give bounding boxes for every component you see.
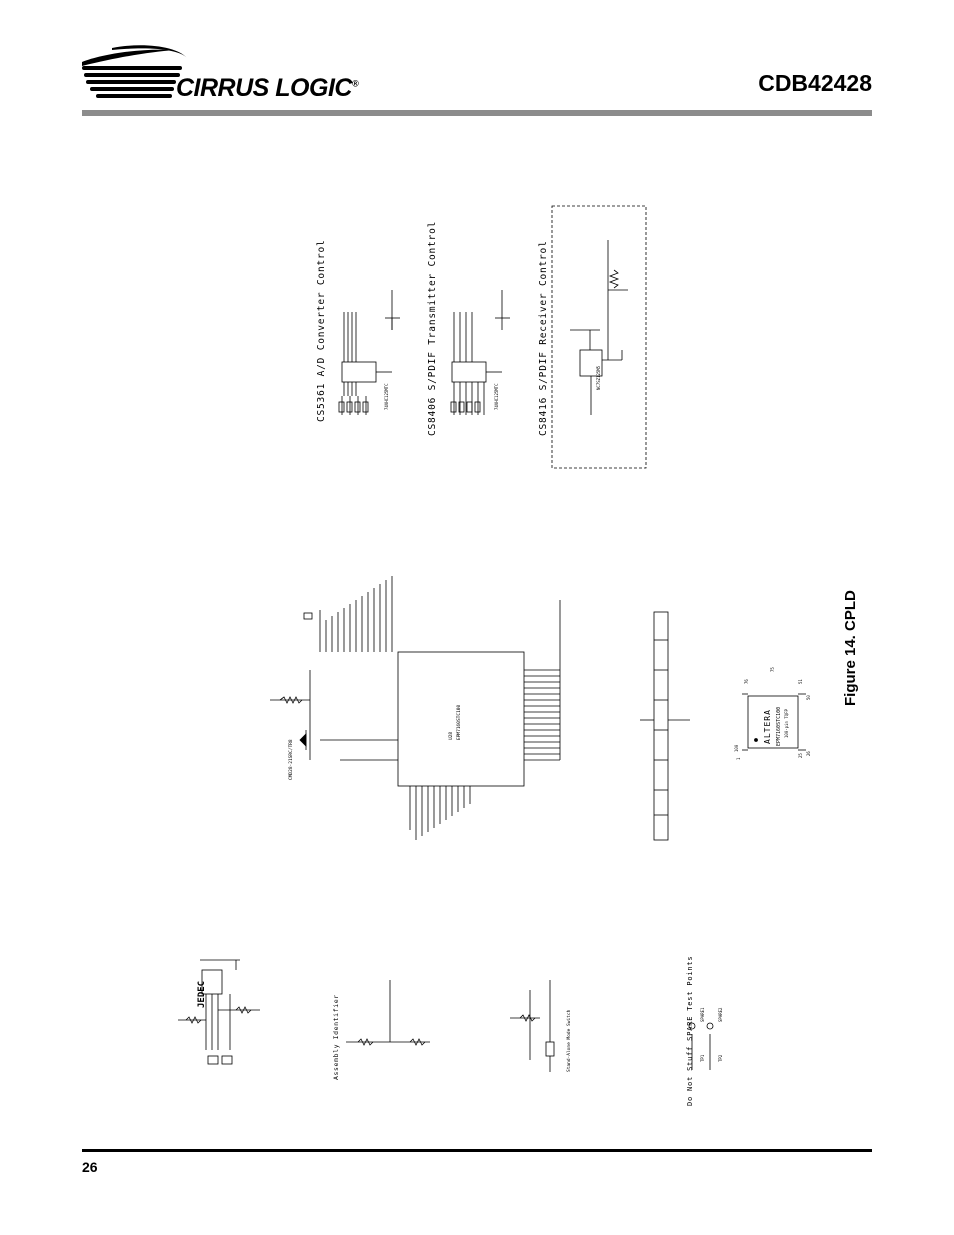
test-points-label: Do Not Stuff SPARE Test Points	[686, 956, 694, 1106]
package-pin-markers	[742, 693, 806, 751]
cpld-schematic: CS5361 A/D Converter Control CS8406 S/PD…	[178, 205, 811, 1106]
assembly-ident-wiring	[346, 980, 430, 1046]
led-part: CMD28-21SRC/TR8	[288, 739, 294, 780]
cap-bank-leads	[640, 639, 690, 816]
cpld-part: EPM7160STC100	[456, 704, 462, 740]
tx-connector-pads	[450, 401, 481, 413]
logo-text: CIRRUS LOGIC®	[176, 74, 359, 103]
standalone-switch-wiring	[510, 980, 555, 1072]
tp2-label: TP2	[718, 1054, 723, 1062]
figure-caption: Figure 14. CPLD	[842, 590, 859, 706]
spare1-label: SPARE1	[700, 1007, 705, 1022]
adc-buffer-wires	[341, 290, 400, 415]
cpld-ref: U28	[448, 732, 454, 740]
tx-buffer-part: 74VHC125MTC	[494, 383, 499, 410]
cpld-top-pins	[319, 576, 393, 652]
adc-buffer-part: 74VHC125MTC	[384, 383, 389, 410]
logo-registered-mark: ®	[351, 78, 359, 89]
pkg-pin-26: 26	[806, 751, 811, 756]
jedec-label: JEDEC	[197, 981, 207, 1008]
pkg-pin-1: 1	[736, 757, 741, 760]
cirrus-swoosh-icon	[82, 45, 187, 98]
altera-part: EPM7160STC100	[776, 707, 782, 746]
jedec-wiring	[178, 959, 260, 1065]
pkg-pin-25: 25	[798, 753, 803, 758]
pkg-pin-75: 75	[770, 667, 775, 672]
tp1-label: TP1	[700, 1054, 705, 1062]
spare2-label: SPARE2	[718, 1007, 723, 1022]
pkg-pin-50: 50	[806, 695, 811, 700]
cirrus-logic-logo	[82, 44, 342, 106]
assembly-label: Assembly Identifier	[332, 994, 340, 1080]
pkg-pin-100: 100	[734, 744, 739, 752]
header-rule	[82, 110, 872, 116]
test-point-wiring	[688, 1022, 714, 1070]
logo-wordmark: CIRRUS LOGIC	[176, 74, 352, 102]
tx-buffer-ic	[451, 361, 487, 383]
tx-buffer-wires	[453, 290, 510, 415]
adc-connector-pads	[338, 401, 369, 413]
rx-buffer-part: NC7SZ125M5	[596, 365, 601, 390]
altera-vendor: ALTERA	[763, 709, 772, 744]
adc-control-label: CS5361 A/D Converter Control	[316, 239, 327, 422]
page-number: 26	[82, 1159, 98, 1175]
rx-control-label: CS8416 S/PDIF Receiver Control	[538, 240, 549, 436]
pkg-pin-76: 76	[744, 679, 749, 684]
document-title: CDB42428	[758, 70, 872, 96]
decoupling-cap-bank	[653, 611, 669, 841]
cpld-left-connections	[270, 612, 398, 761]
footer-rule	[82, 1149, 872, 1152]
altera-package-outline	[747, 695, 799, 749]
cpld-bottom-pins	[409, 786, 471, 840]
rx-buffer-wires	[570, 240, 628, 415]
adc-buffer-ic	[341, 361, 377, 383]
pkg-pin-51: 51	[798, 679, 803, 684]
rx-control-dashed-box	[551, 205, 647, 469]
altera-package: 100-pin TQFP	[784, 709, 789, 738]
cpld-ic-body	[397, 651, 525, 787]
cpld-right-pins	[524, 600, 561, 761]
standalone-label: Stand-Alone Mode Switch	[566, 1009, 572, 1072]
tx-control-label: CS8406 S/PDIF Transmitter Control	[427, 221, 438, 436]
